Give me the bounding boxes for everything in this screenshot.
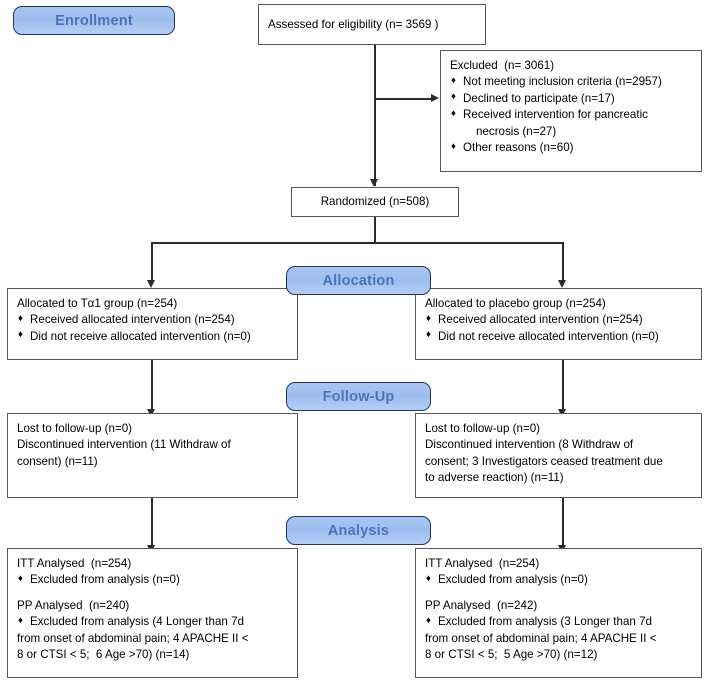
connector-allocleft-to-followupleft [151, 360, 153, 412]
followup-left-line-2: Discontinued intervention (11 Withdraw o… [17, 438, 231, 452]
analysis-left-itt-bullet: Excluded from analysis (n=0) [17, 572, 288, 588]
stage-badge-analysis: Analysis [286, 516, 431, 545]
assessed-text: Assessed for eligibility (n= 3569 ) [268, 17, 439, 31]
connector-randomized-split [151, 242, 563, 244]
stage-badge-allocation: Allocation [286, 266, 431, 295]
arrow-into-allocated-right [558, 280, 566, 288]
analysis-left-pp-line-2: from onset of abdominal pain; 4 APACHE I… [17, 631, 249, 645]
connector-split-right [562, 242, 564, 282]
box-allocated-placebo: Allocated to placebo group (n=254) Recei… [415, 288, 702, 360]
followup-right-line-3: consent; 3 Investigators ceased treatmen… [425, 454, 663, 468]
box-assessed-for-eligibility: Assessed for eligibility (n= 3569 ) [258, 4, 486, 45]
followup-right-line-2: Discontinued intervention (8 Withdraw of [425, 438, 634, 452]
box-analysis-placebo: ITT Analysed (n=254) Excluded from analy… [415, 548, 702, 678]
excluded-heading: Excluded (n= 3061) [450, 59, 555, 72]
analysis-left-itt-heading: ITT Analysed (n=254) [17, 557, 132, 570]
connector-assessed-to-randomized [374, 45, 376, 186]
analysis-left-pp-heading: PP Analysed (n=240) [17, 598, 130, 612]
stage-badge-enrollment: Enrollment [13, 6, 175, 35]
analysis-right-spacer [425, 589, 692, 598]
allocated-left-bullet-1: Received allocated intervention (n=254) [17, 312, 288, 328]
analysis-left-pp-bullet: Excluded from analysis (4 Longer than 7d [17, 614, 288, 630]
box-randomized: Randomized (n=508) [291, 187, 459, 217]
allocated-left-bullet-2: Did not receive allocated intervention (… [17, 328, 288, 345]
analysis-right-itt-bullet: Excluded from analysis (n=0) [425, 572, 692, 588]
analysis-left-pp-line-3: 8 or CTSI < 5; 6 Age >70) (n=14) [17, 648, 190, 662]
excluded-bullet-4: Other reasons (n=60) [450, 140, 692, 156]
connector-followupleft-to-analysisleft [151, 498, 153, 548]
allocated-right-heading: Allocated to placebo group (n=254) [425, 297, 606, 310]
stage-badge-followup: Follow-Up [286, 382, 431, 411]
arrow-into-randomized [370, 179, 378, 187]
excluded-bullet-2: Declined to participate (n=17) [450, 90, 692, 107]
analysis-left-spacer [17, 589, 288, 598]
allocated-right-bullet-2: Did not receive allocated intervention (… [425, 328, 692, 345]
arrow-into-excluded [431, 94, 439, 102]
allocated-right-bullet-1: Received allocated intervention (n=254) [425, 312, 692, 328]
connector-followupright-to-analysisright [562, 498, 564, 548]
connector-split-left [151, 242, 153, 282]
box-followup-placebo: Lost to follow-up (n=0) Discontinued int… [415, 413, 702, 498]
box-excluded: Excluded (n= 3061) Not meeting inclusion… [440, 50, 702, 172]
allocated-left-heading: Allocated to Tα1 group (n=254) [17, 297, 178, 310]
analysis-right-pp-line-2: from onset of abdominal pain; 4 APACHE I… [425, 631, 657, 645]
analysis-right-pp-line-3: 8 or CTSI < 5; 5 Age >70) (n=12) [425, 648, 598, 662]
box-followup-ta1: Lost to follow-up (n=0) Discontinued int… [7, 413, 298, 498]
analysis-right-pp-bullet: Excluded from analysis (3 Longer than 7d [425, 614, 692, 630]
analysis-right-pp-heading: PP Analysed (n=242) [425, 598, 538, 612]
followup-left-line-3: consent) (n=11) [17, 454, 98, 468]
randomized-text: Randomized (n=508) [320, 195, 430, 209]
connector-to-excluded [374, 98, 432, 100]
excluded-bullet-3-continued: necrosis (n=27) [476, 124, 557, 138]
excluded-bullet-1: Not meeting inclusion criteria (n=2957) [450, 74, 692, 90]
followup-right-line-1: Lost to follow-up (n=0) [425, 422, 541, 435]
connector-allocright-to-followupright [562, 360, 564, 412]
followup-left-line-1: Lost to follow-up (n=0) [17, 422, 133, 435]
arrow-into-allocated-left [147, 280, 155, 288]
box-allocated-ta1: Allocated to Tα1 group (n=254) Received … [7, 288, 298, 360]
analysis-right-itt-heading: ITT Analysed (n=254) [425, 557, 540, 570]
excluded-bullet-3: Received intervention for pancreatic [450, 107, 692, 123]
followup-right-line-4: to adverse reaction) (n=11) [425, 471, 564, 485]
connector-randomized-stem [374, 217, 376, 243]
box-analysis-ta1: ITT Analysed (n=254) Excluded from analy… [7, 548, 298, 678]
